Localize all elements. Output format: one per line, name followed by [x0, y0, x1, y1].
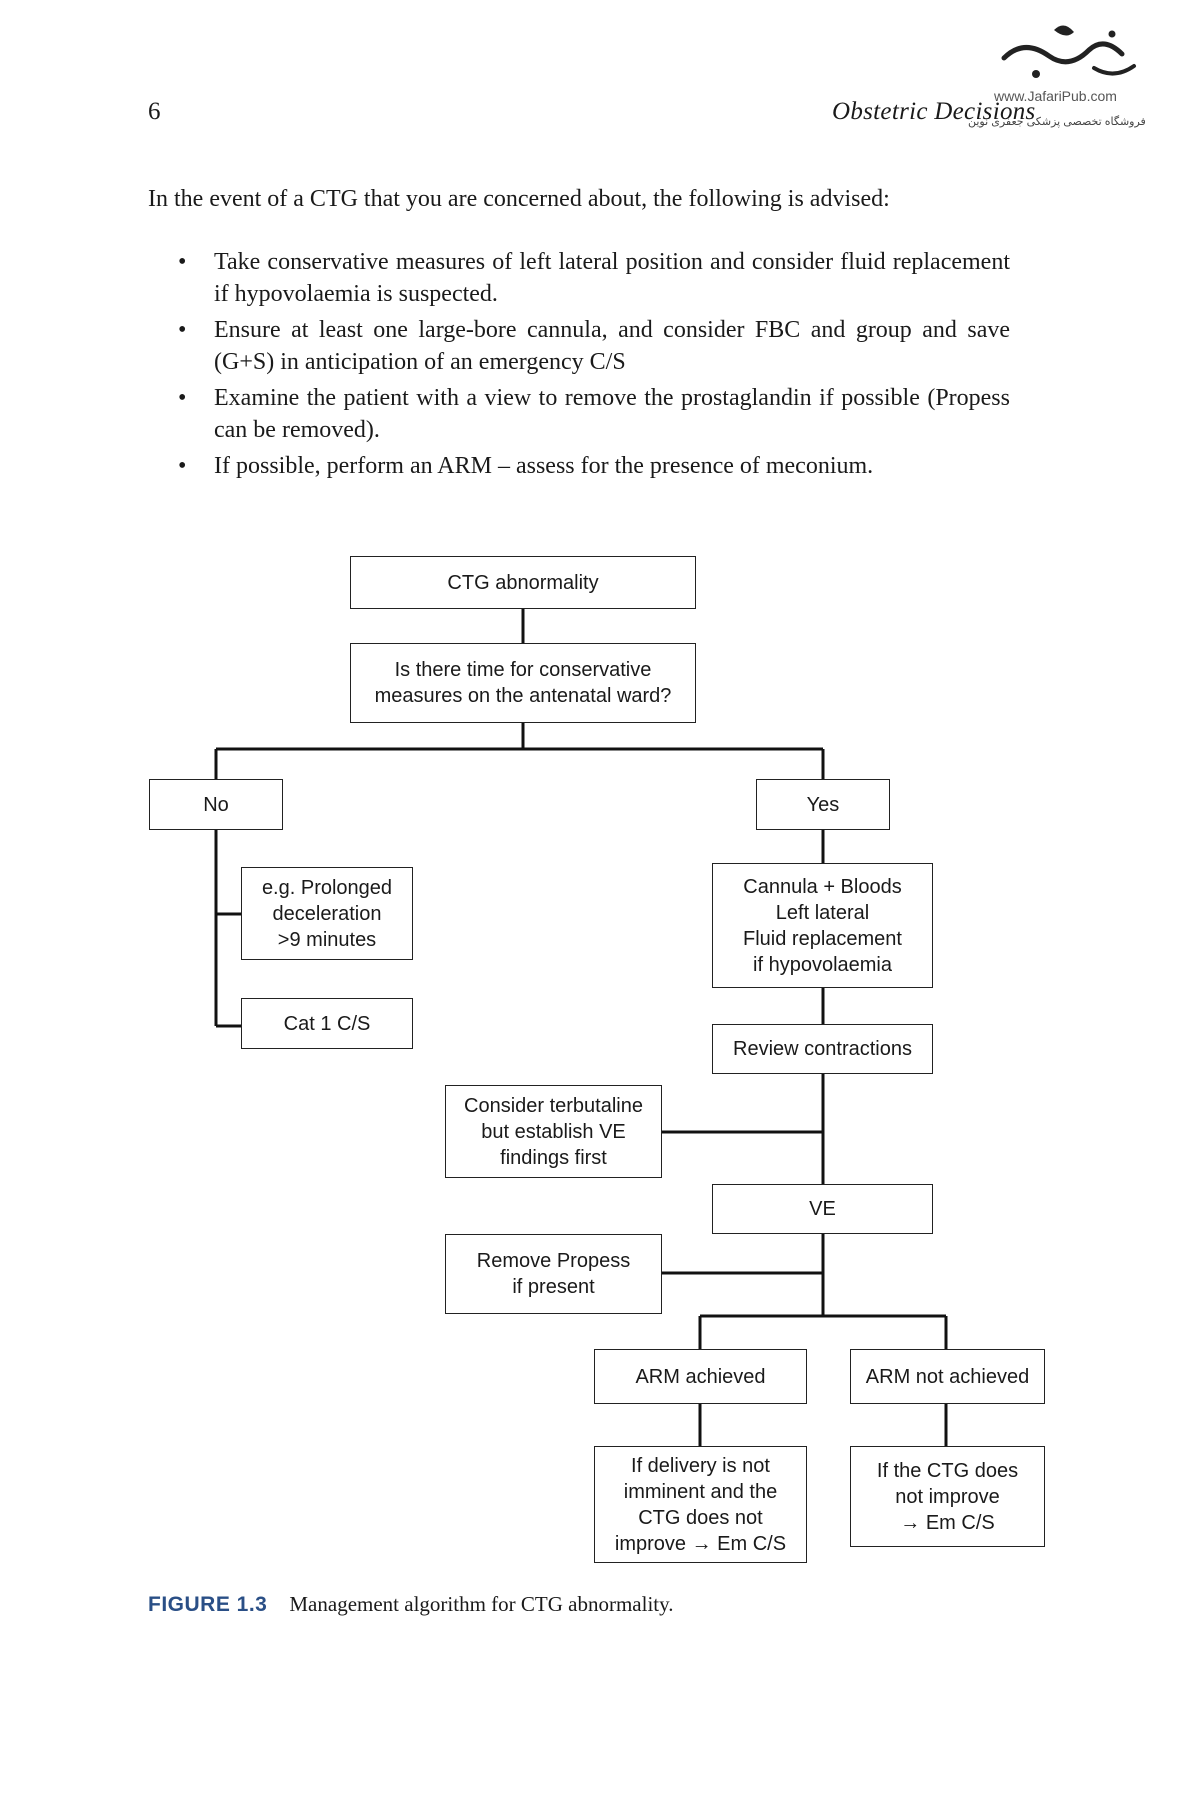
- list-item: • Take conservative measures of left late…: [178, 246, 1010, 310]
- arm-achieved-box: ARM achieved: [594, 1349, 807, 1404]
- review-contractions-box: Review contractions: [712, 1024, 933, 1074]
- ctg-outcome-box: If the CTG does not improve → Em C/S: [850, 1446, 1045, 1547]
- cannula-bloods-box: Cannula + Bloods Left lateral Fluid repl…: [712, 863, 933, 988]
- list-item: • Examine the patient with a view to remo…: [178, 382, 1010, 446]
- yes-box: Yes: [756, 779, 890, 830]
- list-item: • Ensure at least one large-bore cannula,…: [178, 314, 1010, 378]
- terbutaline-box: Consider terbutaline but establish VE fi…: [445, 1085, 662, 1178]
- calligraphy-logo-icon: [1001, 25, 1136, 78]
- list-item-text: Ensure at least one large-bore cannula, …: [214, 317, 1010, 375]
- figure-caption-text: Management algorithm for CTG abnormality…: [289, 1592, 674, 1616]
- prolonged-deceleration-box: e.g. Prolonged deceleration >9 minutes: [241, 867, 413, 960]
- figure-caption: FIGURE 1.3 Management algorithm for CTG a…: [148, 1592, 674, 1617]
- time-question-box: Is there time for conservative measures …: [350, 643, 696, 723]
- list-item: • If possible, perform an ARM – assess fo…: [178, 450, 1010, 482]
- running-header: Obstetric Decisions: [832, 98, 1036, 125]
- no-box: No: [149, 779, 283, 830]
- ve-box: VE: [712, 1184, 933, 1234]
- bullet-icon: •: [178, 453, 187, 479]
- bullet-icon: •: [178, 317, 187, 343]
- list-item-text: Take conservative measures of left later…: [214, 249, 1010, 307]
- watermark-logo: www.JafariPub.com فروشگاه تخصصی پزشکی جع…: [968, 18, 1178, 138]
- list-item-text: Examine the patient with a view to remov…: [214, 385, 1010, 443]
- watermark-url: www.JafariPub.com: [994, 88, 1117, 104]
- intro-paragraph: In the event of a CTG that you are conce…: [148, 186, 890, 212]
- advice-list: • Take conservative measures of left late…: [178, 246, 1010, 486]
- bullet-icon: •: [178, 249, 187, 275]
- list-item-text: If possible, perform an ARM – assess for…: [214, 453, 874, 479]
- arm-not-achieved-box: ARM not achieved: [850, 1349, 1045, 1404]
- page-number: 6: [148, 98, 161, 125]
- delivery-outcome-box: If delivery is not imminent and the CTG …: [594, 1446, 807, 1563]
- figure-label: FIGURE 1.3: [148, 1593, 268, 1616]
- bullet-icon: •: [178, 385, 187, 411]
- watermark-tagline: فروشگاه تخصصی پزشکی جعفری نوین: [968, 116, 1146, 128]
- cat1-cs-box: Cat 1 C/S: [241, 998, 413, 1049]
- remove-propess-box: Remove Propess if present: [445, 1234, 662, 1314]
- ctg-abnormality-box: CTG abnormality: [350, 556, 696, 609]
